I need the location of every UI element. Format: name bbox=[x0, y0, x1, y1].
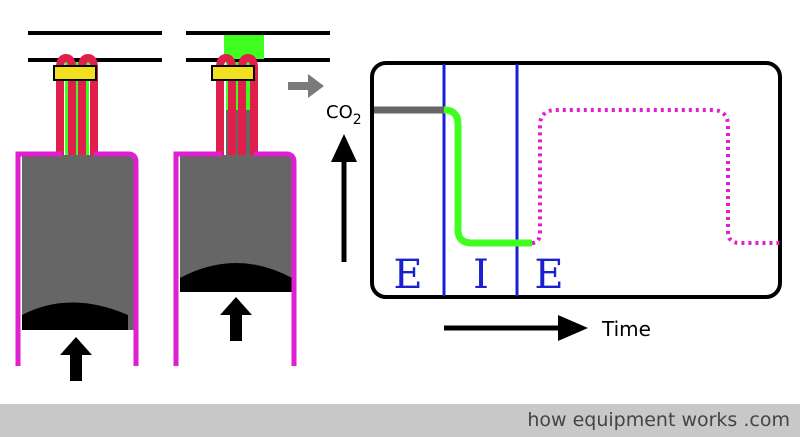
right-valve-block bbox=[211, 65, 255, 81]
y-axis-arrow-icon bbox=[331, 134, 357, 162]
right-valve-tube-left bbox=[216, 53, 236, 158]
flow-arrow-icon bbox=[288, 74, 324, 98]
fresh-gas-trace bbox=[443, 106, 532, 247]
footer-bar: how equipment works .com bbox=[0, 404, 800, 437]
left-piston bbox=[22, 302, 128, 330]
x-axis-arrow-icon bbox=[558, 315, 588, 341]
right-piston bbox=[180, 263, 292, 292]
capnogram-graph: CO2 E I E Time bbox=[326, 61, 782, 341]
left-gas-chamber bbox=[22, 155, 134, 330]
x-axis-label: Time bbox=[601, 317, 651, 341]
graph-frame bbox=[370, 61, 782, 299]
left-cylinder-wall bbox=[15, 151, 139, 366]
right-cylinder-assembly bbox=[173, 31, 330, 366]
dotted-co2-trace bbox=[531, 108, 780, 245]
left-up-arrow-icon bbox=[60, 337, 92, 381]
footer-credit: how equipment works .com bbox=[527, 409, 790, 431]
left-valve-block bbox=[53, 65, 97, 81]
phase-label-expiration-2: E bbox=[534, 252, 563, 298]
right-gas-chamber bbox=[180, 155, 292, 292]
phase-label-inspiration: I bbox=[473, 252, 489, 298]
y-axis-label: CO2 bbox=[326, 102, 362, 128]
right-cylinder-wall bbox=[173, 151, 297, 366]
right-valve-tube-right bbox=[238, 53, 258, 158]
right-up-arrow-icon bbox=[220, 297, 252, 341]
left-cylinder-assembly bbox=[15, 31, 162, 381]
phase-label-expiration-1: E bbox=[393, 252, 422, 298]
left-valve-tube-right bbox=[78, 53, 98, 158]
left-valve-tube-left bbox=[56, 53, 76, 158]
